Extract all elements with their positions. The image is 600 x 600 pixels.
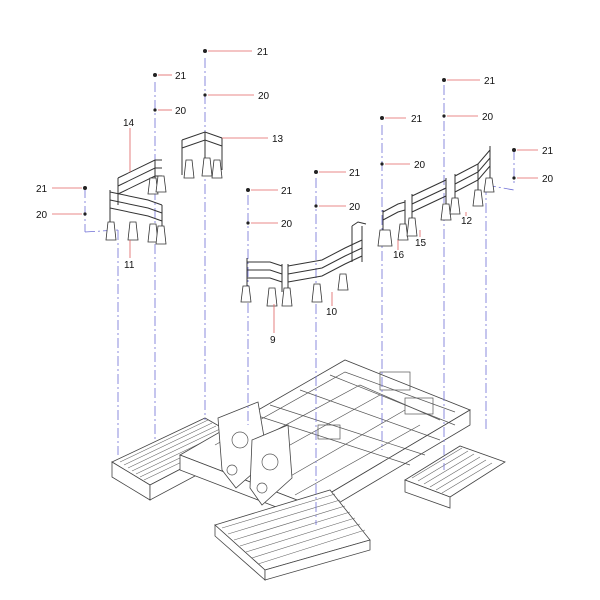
callout-11: 11	[124, 260, 135, 271]
callout-21: 21	[281, 186, 293, 197]
callout-21: 21	[257, 47, 269, 58]
callout-20: 20	[258, 91, 270, 102]
callout-16: 16	[393, 250, 405, 261]
callout-21: 21	[484, 76, 496, 87]
railing-section-12	[449, 146, 495, 215]
assembly-chain-lines	[84, 58, 515, 525]
callout-20: 20	[414, 160, 426, 171]
callout-21: 21	[36, 184, 48, 195]
callout-20: 20	[175, 106, 187, 117]
leader-lines	[52, 50, 538, 333]
railing-section-14	[117, 159, 167, 205]
front-grating	[221, 493, 366, 565]
callout-15: 15	[415, 238, 427, 249]
callout-20: 20	[482, 112, 494, 123]
callout-13: 13	[272, 134, 284, 145]
railing-section-16	[377, 200, 409, 247]
machine-base-frame	[111, 359, 506, 581]
railing-section-10	[281, 221, 367, 307]
callout-20: 20	[36, 210, 48, 221]
callout-9: 9	[270, 335, 276, 346]
callout-14: 14	[123, 118, 135, 129]
railing-section-13	[181, 131, 223, 179]
right-grating	[411, 447, 493, 494]
railing-section-9	[240, 258, 283, 307]
callout-21: 21	[542, 146, 554, 157]
callout-20: 20	[542, 174, 554, 185]
callout-20: 20	[281, 219, 293, 230]
railing-section-15	[406, 178, 452, 237]
callout-12: 12	[461, 216, 473, 227]
callout-21: 21	[411, 114, 423, 125]
callout-10: 10	[326, 307, 338, 318]
callout-labels: 21 20 13 21 20 14 21 20 11 21 20 21 20 9…	[36, 47, 554, 346]
callout-20: 20	[349, 202, 361, 213]
callout-21: 21	[175, 71, 187, 82]
fastener-points	[83, 49, 516, 225]
railing-section-11	[105, 190, 167, 245]
callout-21: 21	[349, 168, 361, 179]
